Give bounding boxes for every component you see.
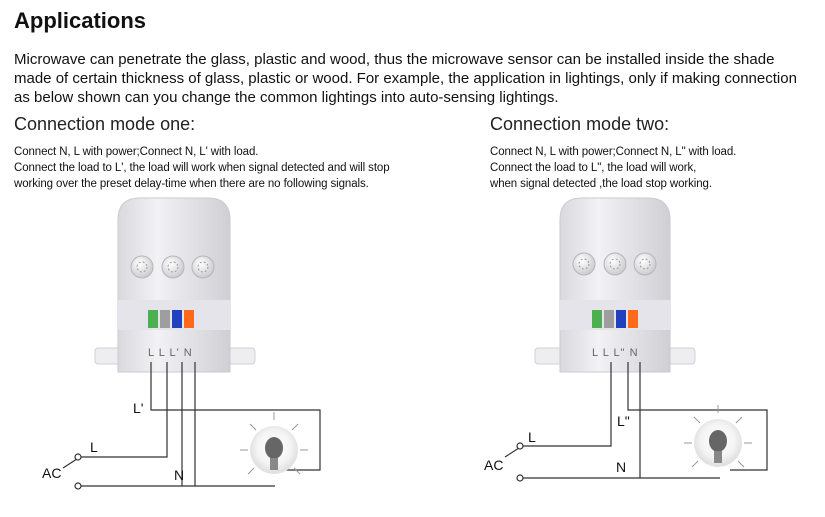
terminal-l-prime-blue: [172, 310, 182, 328]
label-live-l: L: [90, 439, 98, 455]
label-neutral-n: N: [174, 467, 184, 483]
terminal-l-grey: [604, 310, 614, 328]
adjustment-knob: [603, 252, 627, 276]
adjustment-knob: [191, 255, 215, 279]
mode-one-note: Connect N, L with power;Connect N, L' wi…: [14, 146, 259, 158]
terminal-labels: L L L" N: [592, 347, 639, 359]
light-bulb-mode-one: [240, 412, 308, 475]
mode-two-note: Connect the load to L", the load will wo…: [490, 162, 697, 174]
adjustment-knob: [633, 252, 657, 276]
mode-one-note: Connect the load to L', the load will wo…: [14, 162, 390, 174]
mode-one-note: working over the preset delay-time when …: [14, 178, 369, 190]
mode-two-note: when signal detected ,the load stop work…: [490, 178, 712, 190]
wiring-mode-two: [504, 362, 768, 482]
terminal-l-double-prime-blue: [616, 310, 626, 328]
intro-paragraph: Microwave can penetrate the glass, plast…: [14, 51, 797, 106]
page-title: Applications: [14, 8, 147, 33]
label-ac: AC: [42, 465, 61, 481]
label-live-l: L: [528, 429, 536, 445]
mode-two-notes: Connect N, L with power;Connect N, L" wi…: [490, 144, 736, 192]
mode-one-notes: Connect N, L with power;Connect N, L' wi…: [14, 144, 390, 192]
adjustment-knob: [130, 255, 154, 279]
terminal-l-grey: [160, 310, 170, 328]
adjustment-knob: [161, 255, 185, 279]
light-bulb-mode-two: [684, 405, 752, 468]
mode-two-heading: Connection mode two:: [490, 114, 670, 134]
terminal-n-orange: [184, 310, 194, 328]
sensor-device-mode-two: L L L" N: [534, 197, 696, 373]
label-load-l-double-prime: L": [617, 413, 630, 429]
terminal-l-green: [592, 310, 602, 328]
sensor-device-mode-one: L L L' N: [94, 197, 256, 373]
label-load-l-prime: L': [133, 400, 143, 416]
adjustment-knob: [572, 252, 596, 276]
terminal-n-orange: [628, 310, 638, 328]
terminal-labels: L L L' N: [148, 347, 193, 359]
mode-two-note: Connect N, L with power;Connect N, L" wi…: [490, 146, 737, 158]
terminal-l-green: [148, 310, 158, 328]
mode-one-heading: Connection mode one:: [14, 114, 196, 134]
label-ac: AC: [484, 457, 503, 473]
label-neutral-n: N: [616, 459, 626, 475]
wiring-mode-one: [62, 362, 321, 490]
